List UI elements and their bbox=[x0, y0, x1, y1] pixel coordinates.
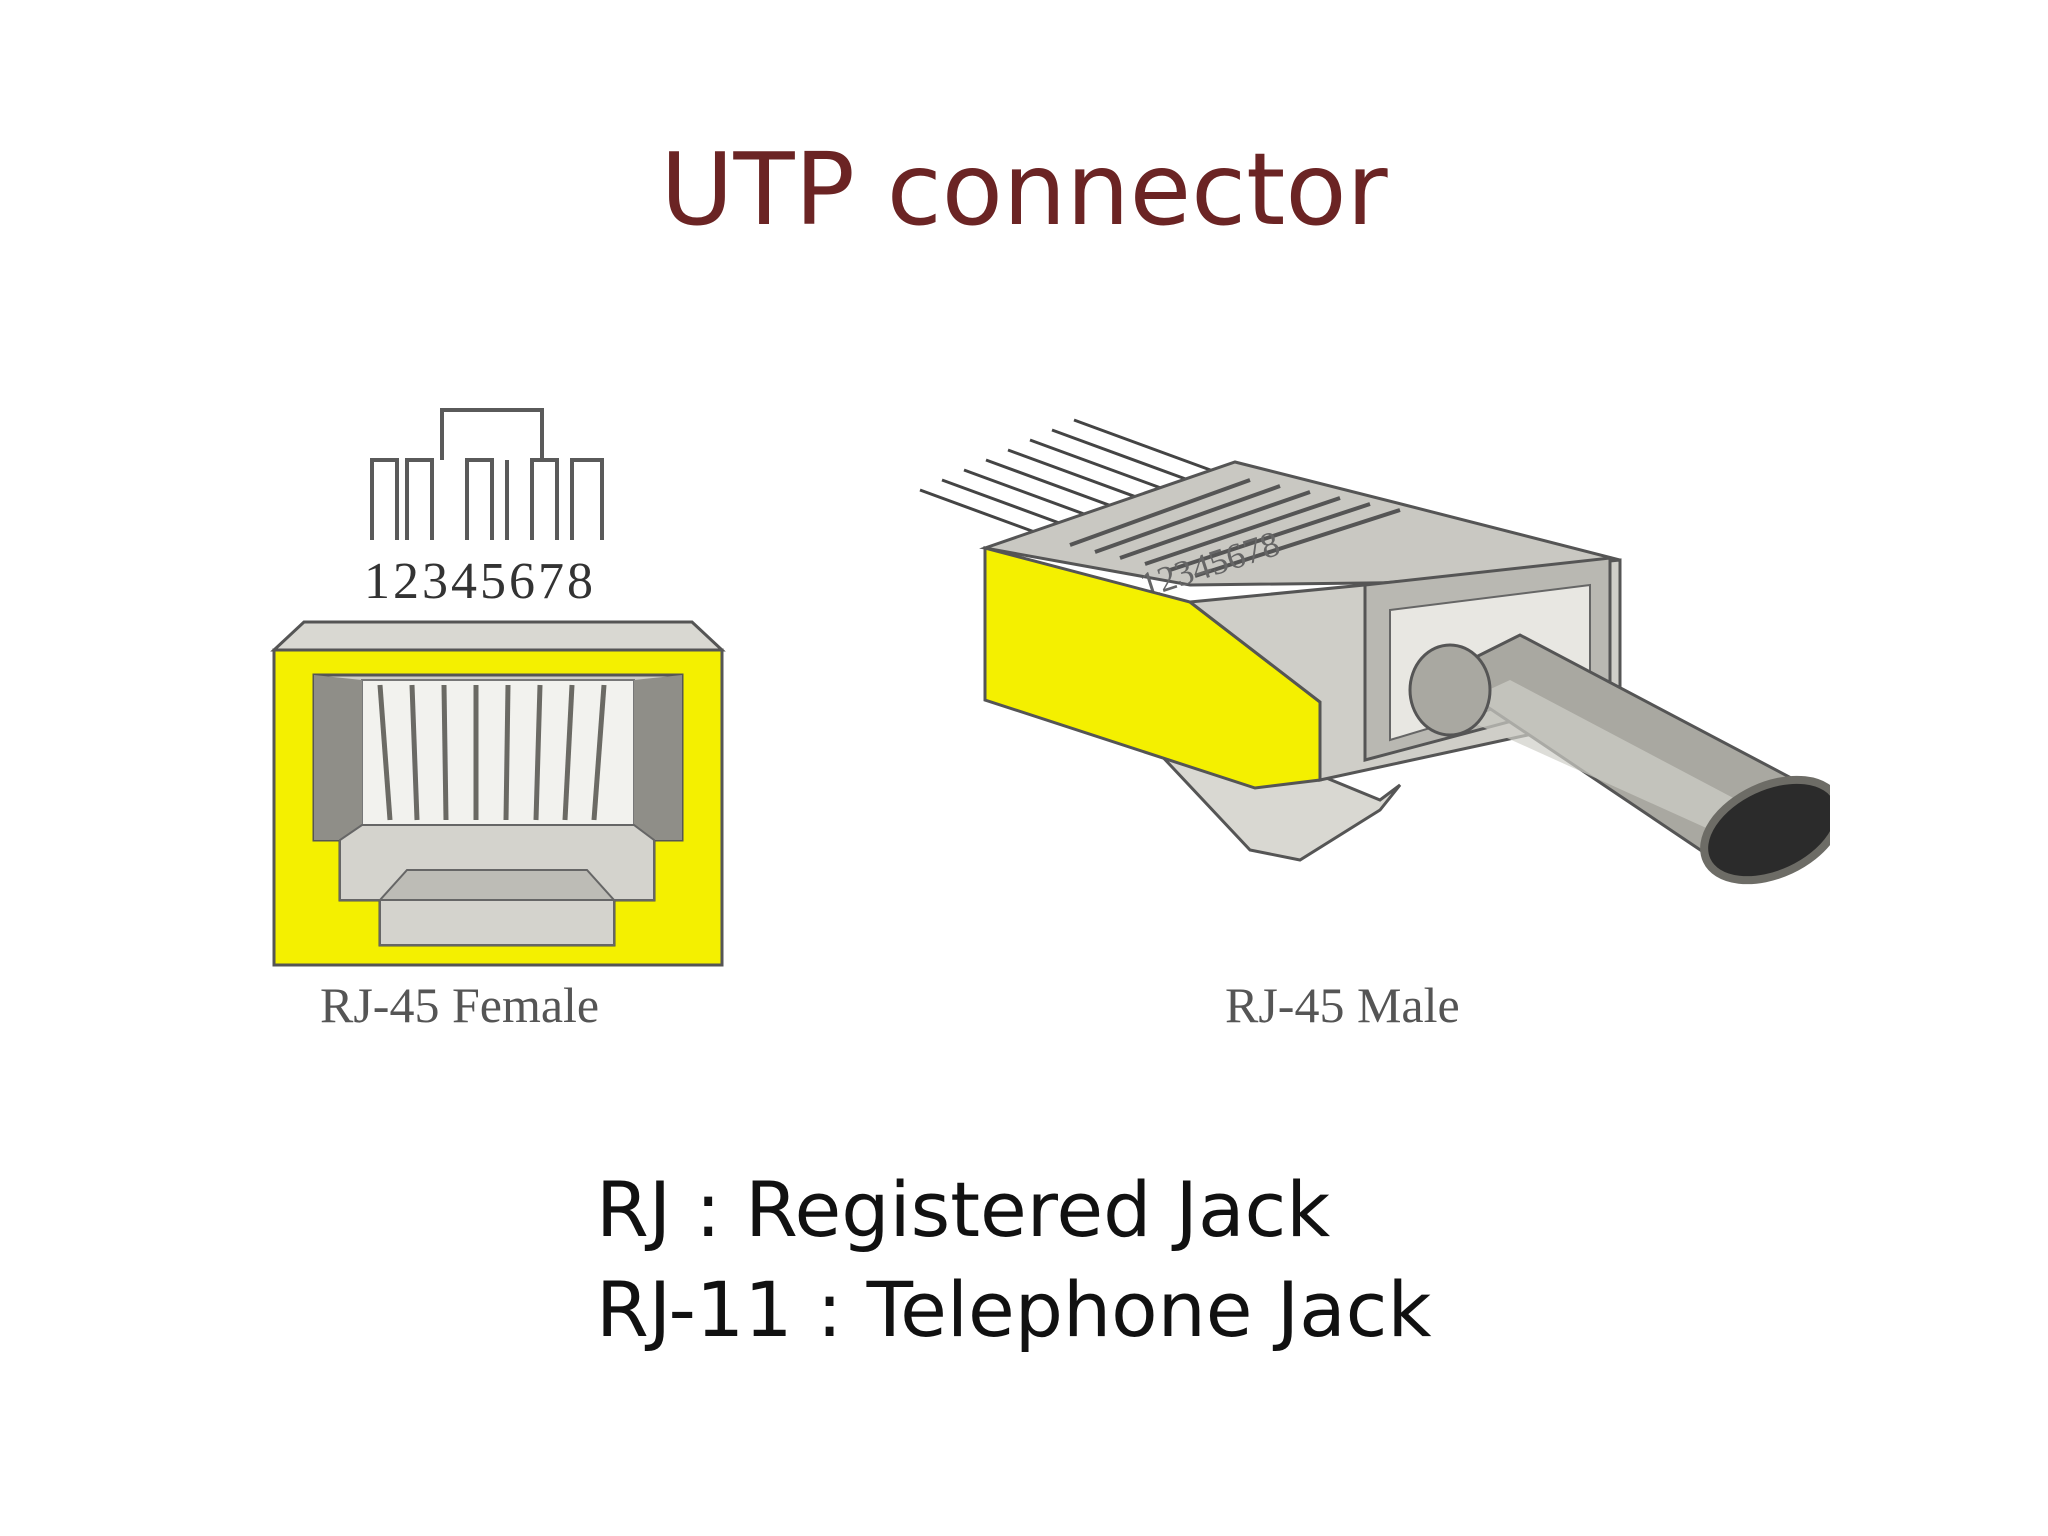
caption-rj45-male: RJ-45 Male bbox=[1225, 977, 1460, 1033]
rj45-figure: 12345678 bbox=[250, 380, 1830, 1080]
rj45-female-jack: 12345678 bbox=[270, 408, 726, 967]
female-pin-numbers: 12345678 bbox=[364, 553, 596, 610]
female-housing-top bbox=[270, 620, 726, 652]
male-top-grooves bbox=[1069, 478, 1401, 578]
rj45-diagram: 12345678 bbox=[270, 408, 1830, 967]
female-left-wall bbox=[314, 675, 362, 840]
caption-rj45-female: RJ-45 Female bbox=[320, 977, 600, 1033]
slide-title: UTP connector bbox=[660, 131, 1388, 248]
definitions-list: RJ : Registered Jack RJ-11 : Telephone J… bbox=[596, 1160, 1431, 1360]
male-cable-end bbox=[1700, 775, 1830, 885]
definition-rj-11: RJ-11 : Telephone Jack bbox=[596, 1265, 1432, 1354]
rj45-male-plug: 12345678 bbox=[919, 418, 1830, 885]
definition-rj: RJ : Registered Jack bbox=[596, 1165, 1331, 1254]
female-right-wall bbox=[634, 675, 682, 840]
female-contacts bbox=[377, 684, 607, 821]
male-cable bbox=[1408, 633, 1830, 885]
female-pin-outline bbox=[370, 408, 604, 540]
female-latch-notch bbox=[377, 869, 617, 901]
